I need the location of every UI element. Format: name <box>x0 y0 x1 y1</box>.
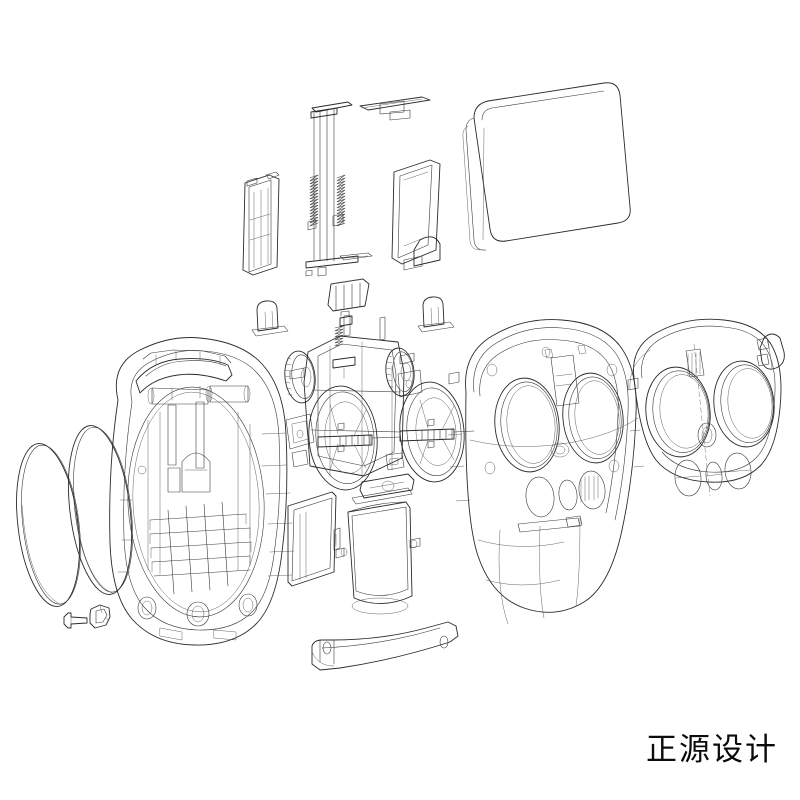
drive-lugs <box>291 449 405 471</box>
coil-spring-right <box>336 174 346 227</box>
small-clip <box>89 604 111 629</box>
gear-wheel-left <box>284 350 316 404</box>
ribbed-button <box>327 278 370 312</box>
curved-arm <box>311 621 459 671</box>
cap-latch <box>756 333 785 370</box>
gear-wheel-right <box>385 347 415 397</box>
battery-pack <box>462 82 631 251</box>
watermark-text: 正源设计 <box>646 732 778 768</box>
slider-rail-left <box>242 171 280 276</box>
head-cap <box>629 318 782 497</box>
button-cap-right <box>417 296 455 333</box>
motor <box>335 473 421 615</box>
drive-shaft <box>317 428 475 448</box>
rear-housing <box>109 337 295 646</box>
button-cap-left <box>251 300 289 337</box>
seal-ring-outer <box>16 443 81 607</box>
slider-rail-spring <box>305 101 373 277</box>
cutter-disc-left <box>308 385 378 491</box>
side-panel <box>391 159 441 271</box>
screw-pin <box>63 612 88 629</box>
pcb <box>287 491 341 587</box>
seal-ring-inner <box>68 425 133 595</box>
coil-spring-left <box>309 174 319 227</box>
flat-strip <box>359 96 431 121</box>
front-housing <box>447 319 639 625</box>
